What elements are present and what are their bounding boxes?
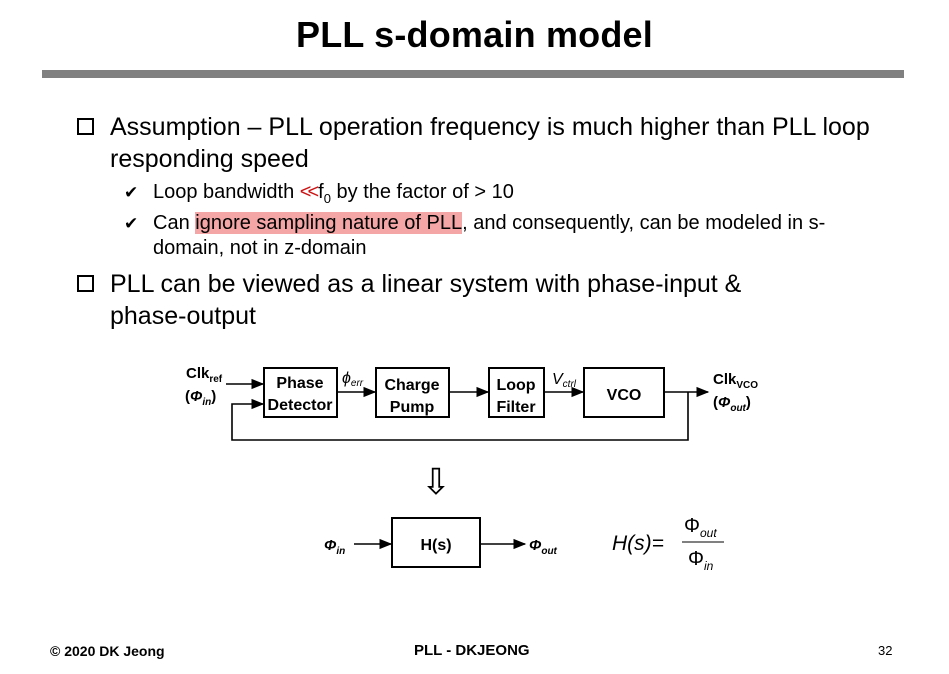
down-arrow-icon: ⇩ [421, 461, 451, 502]
loop-filter-label-1: Loop [496, 377, 535, 394]
phase-detector-label-2: Detector [268, 397, 333, 414]
phi-out-label: Φout [529, 537, 558, 557]
equation-numerator: Φout [684, 515, 717, 540]
footer-copyright: © 2020 DK Jeong [50, 643, 165, 659]
sub-text-before: Loop bandwidth [153, 181, 300, 203]
bullet-text: PLL can be viewed as a linear system wit… [110, 270, 742, 330]
highlighted-text: ignore sampling nature of PLL [195, 212, 463, 234]
checkmark-icon: ✔ [124, 214, 139, 233]
feedback-path [231, 392, 689, 441]
input-phase-label: (Φin) [185, 388, 216, 408]
vco-label: VCO [607, 387, 642, 404]
f0-symbol: f [318, 181, 324, 203]
much-less-than-mark: << [299, 181, 319, 203]
phi-in-label: Φin [324, 537, 345, 557]
page-number: 32 [878, 643, 893, 658]
loop-filter-label-2: Filter [496, 399, 535, 416]
phase-detector-label-1: Phase [276, 375, 323, 392]
equation-denominator: Φin [688, 548, 714, 573]
sub-text-before: Can [153, 212, 196, 234]
f0-subscript: 0 [323, 191, 331, 206]
sub-text-after: , and consequently, can be modeled in s-… [153, 212, 826, 259]
v-ctrl-label: Vctrl [552, 371, 577, 390]
output-phase-label: (Φout) [713, 394, 751, 414]
phi-err-label: ϕerr [342, 370, 364, 389]
hs-label: H(s) [420, 537, 451, 554]
transfer-function-block [391, 517, 481, 568]
checkbox-bullet-icon [77, 118, 94, 135]
vco-block [583, 367, 665, 418]
checkbox-bullet-icon [77, 275, 94, 292]
input-clock-label: Clkref [186, 365, 223, 385]
output-clock-label: ClkVCO [713, 371, 758, 391]
equation-lhs: H(s)= [612, 532, 664, 555]
bullet-text: Assumption – PLL operation frequency is … [110, 113, 870, 173]
charge-pump-label-1: Charge [384, 377, 439, 394]
checkmark-icon: ✔ [124, 183, 139, 202]
slide-title: PLL s-domain model [296, 14, 653, 55]
charge-pump-label-2: Pump [390, 399, 435, 416]
sub-text-after: by the factor of > 10 [330, 181, 514, 203]
title-divider [42, 70, 904, 78]
footer-center-title: PLL - DKJEONG [414, 642, 530, 659]
